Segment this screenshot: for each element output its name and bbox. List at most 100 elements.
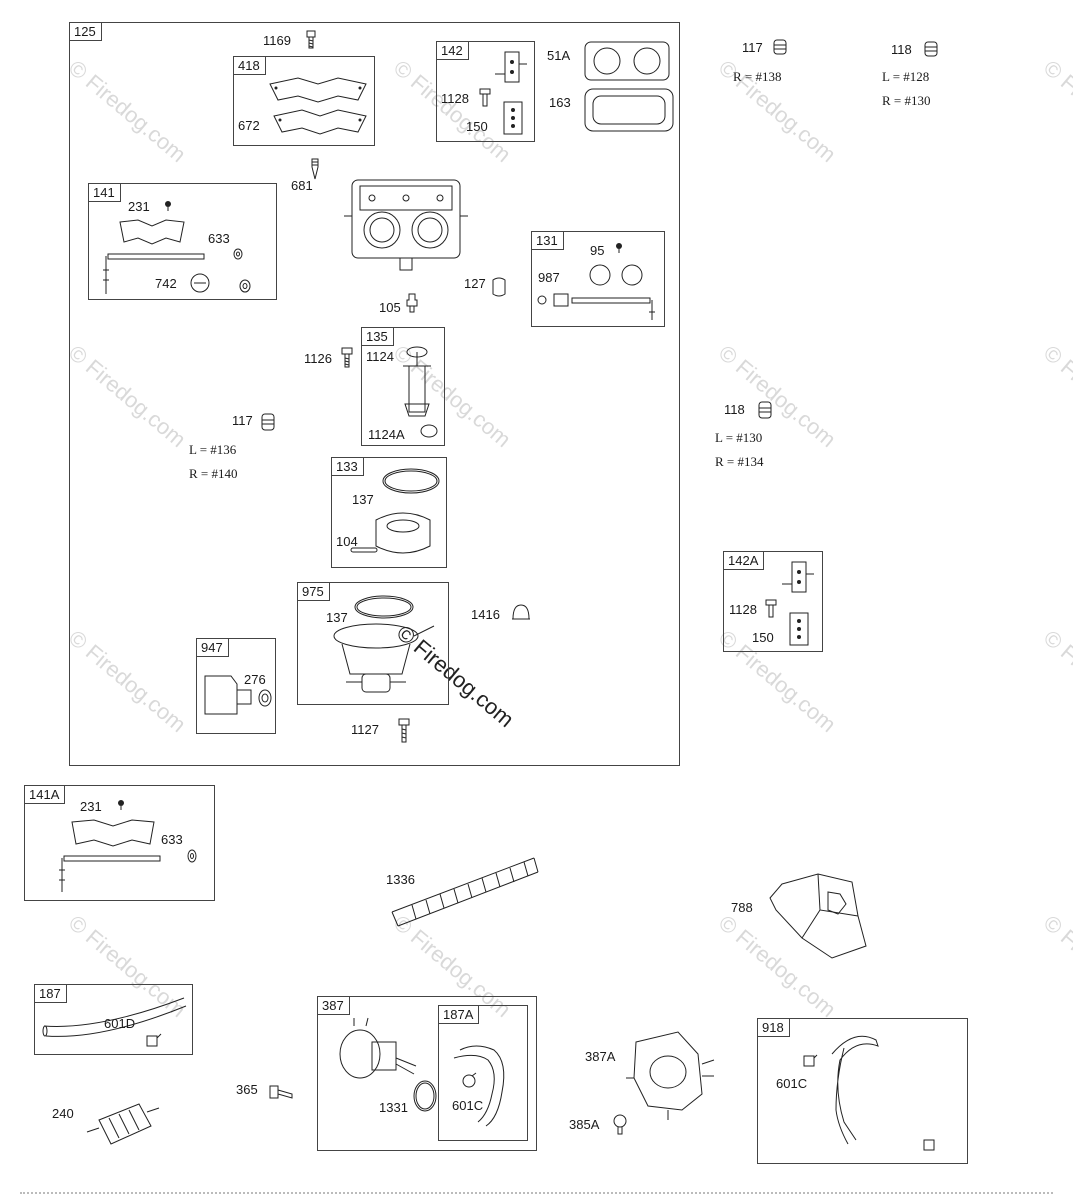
- callout-633b: 633: [161, 832, 183, 847]
- note-117-top-r: R = #138: [733, 69, 782, 84]
- fitting-icon: [260, 412, 276, 432]
- callout-1336: 1336: [386, 872, 415, 887]
- callout-1124: 1124: [366, 349, 394, 364]
- callout-418: 418: [234, 57, 266, 75]
- callout-141A: 141A: [25, 786, 66, 804]
- callout-681: 681: [291, 178, 313, 193]
- float-arm-icon: [536, 290, 662, 322]
- fitting-icon: [772, 38, 788, 56]
- clamp-icon: [800, 1052, 818, 1070]
- callout-1127: 1127: [351, 722, 379, 737]
- watermark: © Firedog.com: [1038, 625, 1073, 738]
- callout-125: 125: [70, 23, 102, 41]
- callout-127: 127: [464, 276, 486, 291]
- bracket-icon: [495, 50, 527, 84]
- callout-51A: 51A: [547, 48, 571, 63]
- callout-633: 633: [208, 231, 230, 246]
- screw-icon: [304, 30, 318, 50]
- plug-icon: [490, 276, 508, 298]
- pin-icon: [350, 546, 378, 554]
- note-117-mid-l: L = #136: [189, 442, 237, 457]
- callout-137b: 137: [326, 610, 348, 625]
- carburetor-body-icon: [342, 176, 470, 276]
- solenoid-icon: [199, 668, 275, 722]
- jet-icon: [405, 292, 419, 314]
- callout-947: 947: [197, 639, 229, 657]
- gasket-icon: [272, 108, 368, 138]
- float-icon: [372, 510, 434, 556]
- callout-187A: 187A: [439, 1006, 480, 1024]
- callout-918: 918: [758, 1019, 790, 1037]
- callout-104: 104: [336, 534, 358, 549]
- callout-601Cb: 601C: [776, 1076, 808, 1091]
- fuel-line-icon: [826, 1030, 886, 1148]
- screw-icon: [397, 718, 411, 744]
- fuel-bowl-icon: [326, 622, 440, 698]
- float-arm-icon: [40, 852, 162, 896]
- watermark: © Firedog.com: [1038, 910, 1073, 1023]
- kit-142A-box: 142A: [723, 551, 823, 652]
- callout-385A: 385A: [569, 1117, 600, 1132]
- callout-387: 387: [318, 997, 350, 1015]
- callout-1331: 1331: [379, 1100, 408, 1115]
- callout-118-mid: 118: [724, 402, 745, 417]
- washer-icon: [186, 848, 198, 864]
- callout-141: 141: [89, 184, 121, 202]
- plate-icon: [788, 611, 810, 647]
- cap-icon: [510, 603, 532, 623]
- kit-387-box: 387: [317, 996, 537, 1151]
- clip-icon: [188, 272, 212, 294]
- callout-150: 150: [466, 119, 488, 134]
- fitting-icon: [923, 40, 939, 58]
- callout-788: 788: [731, 900, 753, 915]
- screw-icon: [478, 88, 492, 108]
- kit-141-box: 141: [88, 183, 277, 300]
- page-footer-divider: [20, 1192, 1053, 1194]
- kit-141A-box: 141A: [24, 785, 215, 901]
- callout-135: 135: [362, 328, 394, 346]
- note-118-top-l: L = #128: [882, 69, 930, 84]
- kit-187A-box: 187A: [438, 1005, 528, 1141]
- callout-742: 742: [155, 276, 177, 291]
- callout-1169: 1169: [263, 33, 291, 48]
- callout-117-top: 117: [742, 40, 763, 55]
- mounting-bracket-icon: [762, 870, 872, 962]
- plate-icon: [502, 100, 524, 136]
- callout-187: 187: [35, 985, 67, 1003]
- kit-131-box: 131: [531, 231, 665, 327]
- callout-142: 142: [437, 42, 469, 60]
- callout-231: 231: [128, 199, 150, 214]
- callout-1416: 1416: [471, 607, 500, 622]
- fuel-pump-icon: [626, 1026, 716, 1120]
- callout-231b: 231: [80, 799, 102, 814]
- callout-1124A: 1124A: [368, 427, 405, 442]
- fuel-filter-icon: [83, 1090, 163, 1162]
- kit-947-box: 947: [196, 638, 276, 734]
- callout-987: 987: [538, 270, 560, 285]
- o-ring-icon: [380, 466, 442, 496]
- note-118-top-r: R = #130: [882, 93, 931, 108]
- callout-672: 672: [238, 118, 260, 133]
- bowl-icon: [395, 344, 439, 440]
- screw-icon: [268, 1084, 294, 1102]
- callout-387A: 387A: [585, 1049, 616, 1064]
- screw-icon: [118, 800, 124, 811]
- assembly-125-frame: 125: [69, 22, 680, 766]
- callout-133: 133: [332, 458, 364, 476]
- gasket-icon: [583, 87, 675, 133]
- note-118-mid-l: L = #130: [715, 430, 763, 445]
- fitting-icon: [757, 400, 773, 420]
- note-117-mid-r: R = #140: [189, 466, 238, 481]
- kit-142-box: 142: [436, 41, 535, 142]
- float-arm-icon: [103, 250, 208, 294]
- clamp-icon: [145, 1030, 163, 1048]
- float-icon: [586, 262, 646, 288]
- clamp-icon: [460, 1072, 478, 1090]
- note-118-mid-r: R = #134: [715, 454, 764, 469]
- watermark: © Firedog.com: [1038, 340, 1073, 453]
- washer-icon: [232, 247, 244, 261]
- callout-1128: 1128: [441, 91, 469, 106]
- callout-240: 240: [52, 1106, 74, 1121]
- callout-105: 105: [379, 300, 401, 315]
- screw-icon: [764, 599, 778, 619]
